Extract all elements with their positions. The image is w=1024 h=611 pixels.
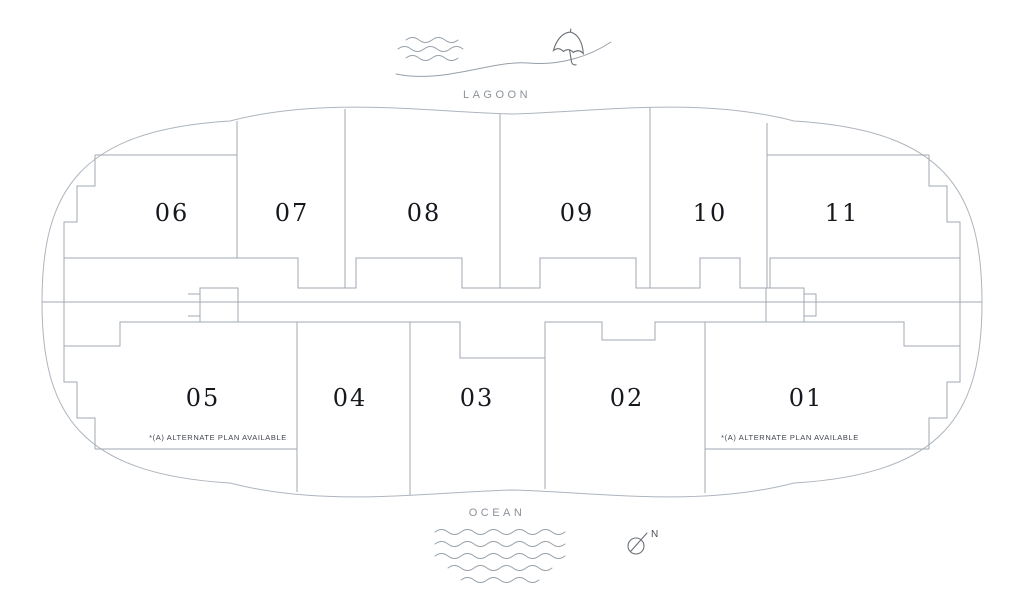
compass-north-label: N bbox=[651, 529, 658, 540]
wave-icon bbox=[405, 37, 459, 43]
wave-icon bbox=[405, 55, 459, 61]
wave-icon bbox=[434, 541, 566, 547]
umbrella-icon bbox=[552, 28, 584, 66]
shoreline-curve bbox=[395, 41, 612, 77]
unit-04[interactable]: 04 bbox=[333, 384, 368, 412]
unit-number: 10 bbox=[693, 199, 728, 227]
unit-number: 09 bbox=[560, 199, 595, 227]
alternate-plan-note: *(A) ALTERNATE PLAN AVAILABLE bbox=[149, 433, 287, 442]
unit-01[interactable]: 01 *(A) ALTERNATE PLAN AVAILABLE bbox=[721, 384, 859, 442]
unit-06[interactable]: 06 bbox=[155, 199, 190, 227]
wave-icon bbox=[447, 565, 553, 571]
wave-icon bbox=[460, 577, 540, 583]
unit-10[interactable]: 10 bbox=[693, 199, 728, 227]
lagoon-label: LAGOON bbox=[463, 89, 531, 101]
unit-05[interactable]: 05 *(A) ALTERNATE PLAN AVAILABLE bbox=[149, 384, 287, 442]
unit-number: 06 bbox=[155, 199, 190, 227]
building: 06 07 08 09 10 11 05 *(A) ALTERNATE PLAN… bbox=[41, 106, 983, 498]
unit-03[interactable]: 03 bbox=[460, 384, 495, 412]
unit-number: 03 bbox=[460, 384, 495, 412]
unit-11[interactable]: 11 bbox=[825, 199, 860, 227]
wave-icon bbox=[397, 46, 464, 52]
unit-number: 07 bbox=[275, 199, 310, 227]
unit-number: 05 bbox=[186, 384, 221, 412]
unit-number: 02 bbox=[610, 384, 645, 412]
elevator-cores bbox=[188, 287, 817, 323]
unit-number: 11 bbox=[825, 199, 860, 227]
alternate-plan-note: *(A) ALTERNATE PLAN AVAILABLE bbox=[721, 433, 859, 442]
unit-07[interactable]: 07 bbox=[275, 199, 310, 227]
unit-number: 04 bbox=[333, 384, 368, 412]
ocean-area: OCEAN N bbox=[434, 507, 658, 583]
unit-08[interactable]: 08 bbox=[407, 199, 442, 227]
unit-number: 01 bbox=[789, 384, 824, 412]
wave-icon bbox=[434, 553, 566, 559]
compass-icon: N bbox=[627, 529, 658, 555]
wave-icon bbox=[434, 529, 566, 535]
unit-09[interactable]: 09 bbox=[560, 199, 595, 227]
ocean-label: OCEAN bbox=[469, 507, 526, 519]
unit-02[interactable]: 02 bbox=[610, 384, 645, 412]
interior-walls bbox=[42, 107, 982, 495]
lagoon-area: LAGOON bbox=[395, 28, 612, 101]
unit-number: 08 bbox=[407, 199, 442, 227]
